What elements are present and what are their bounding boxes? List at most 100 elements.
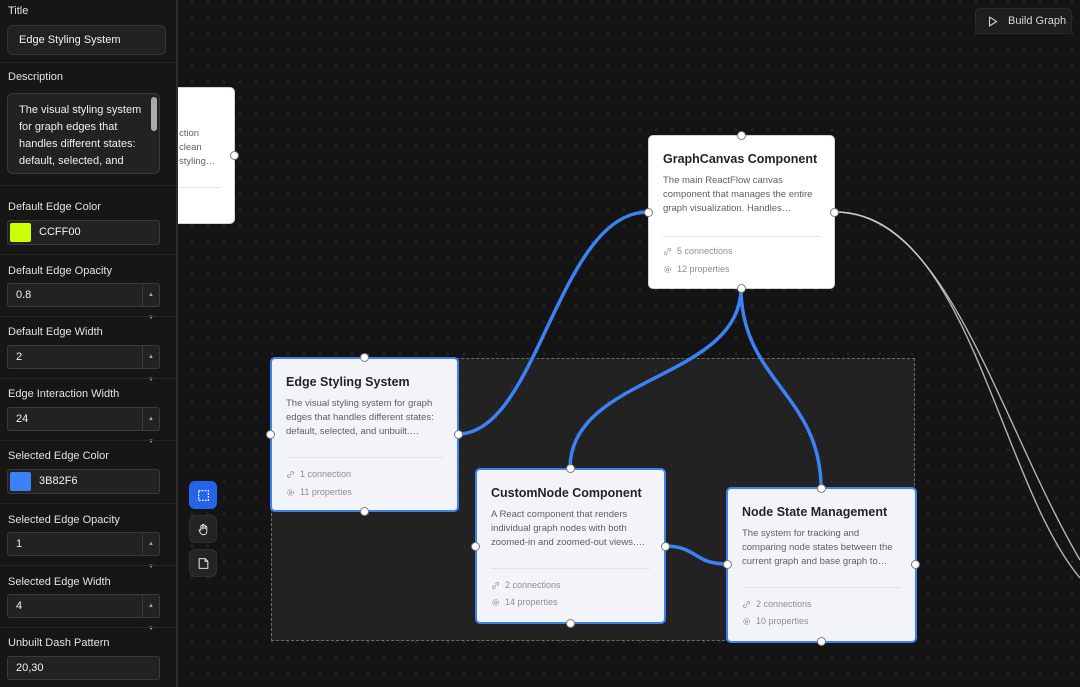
node-properties: 10 properties	[742, 616, 809, 626]
build-graph-button[interactable]: Build Graph	[975, 8, 1072, 34]
number-stepper[interactable]: ▲▼	[142, 346, 159, 383]
node-handle-top[interactable]	[360, 353, 369, 362]
stepper-down-icon[interactable]: ▼	[143, 555, 159, 578]
node-partial-desc-1: ction	[179, 128, 200, 139]
edge-interaction-width-label: Edge Interaction Width	[8, 388, 120, 400]
edge-graphcanvas-to-customnode[interactable]	[568, 287, 743, 469]
node-handle-left[interactable]	[644, 208, 653, 217]
properties-sidebar: Title Edge Styling System Description Th…	[0, 0, 178, 687]
selected-edge-opacity-value: 1	[16, 538, 23, 550]
number-stepper[interactable]: ▲▼	[142, 595, 159, 632]
node-partial[interactable]: ction clean styling…	[178, 87, 235, 224]
divider	[0, 565, 176, 566]
stepper-up-icon[interactable]: ▲	[148, 603, 154, 609]
node-customnode[interactable]: CustomNode Component A React component t…	[475, 468, 666, 624]
note-icon	[198, 557, 208, 569]
node-properties-text: 11 properties	[300, 487, 352, 497]
stepper-down-icon[interactable]: ▼	[143, 306, 159, 329]
edge-graphcanvas-offscreen-2[interactable]	[834, 211, 1080, 561]
node-handle-bottom[interactable]	[817, 637, 826, 646]
node-properties-text: 14 properties	[505, 597, 558, 607]
node-connections-text: 1 connection	[300, 469, 352, 479]
stepper-down-icon[interactable]: ▼	[143, 430, 159, 453]
node-handle-right[interactable]	[911, 560, 920, 569]
pan-tool-button[interactable]	[189, 515, 217, 543]
description-scrollbar[interactable]	[151, 97, 157, 131]
selected-edge-color-swatch[interactable]	[10, 472, 31, 491]
node-handle-left[interactable]	[266, 430, 275, 439]
gear-icon	[743, 617, 750, 625]
gear-icon	[287, 488, 294, 496]
node-graphcanvas[interactable]: GraphCanvas Component The main ReactFlow…	[648, 135, 835, 289]
node-connections-text: 2 connections	[505, 580, 561, 590]
stepper-down-icon[interactable]: ▼	[143, 368, 159, 391]
divider	[0, 378, 176, 379]
edge-interaction-width-input[interactable]: 24 ▲▼	[7, 407, 160, 445]
select-icon	[197, 489, 209, 501]
edge-graphcanvas-to-nodestate[interactable]	[739, 287, 823, 489]
node-handle[interactable]	[230, 151, 239, 160]
gear-icon	[492, 598, 499, 606]
link-icon	[491, 581, 500, 589]
node-description: The system for tracking and comparing no…	[742, 528, 893, 567]
stepper-down-icon[interactable]: ▼	[143, 617, 159, 640]
default-edge-width-label: Default Edge Width	[8, 326, 103, 338]
node-handle-bottom[interactable]	[566, 619, 575, 628]
stepper-up-icon[interactable]: ▲	[148, 292, 154, 298]
node-separator	[742, 587, 901, 588]
default-edge-color-input[interactable]: CCFF00	[7, 220, 160, 245]
node-partial-desc-3: styling…	[179, 156, 216, 167]
title-input[interactable]: Edge Styling System	[7, 25, 166, 55]
node-handle-top[interactable]	[737, 131, 746, 140]
node-handle-top[interactable]	[566, 464, 575, 473]
note-tool-button[interactable]	[189, 549, 217, 577]
selected-edge-color-label: Selected Edge Color	[8, 450, 109, 462]
selected-edge-width-input[interactable]: 4 ▲▼	[7, 594, 160, 632]
node-handle-bottom[interactable]	[737, 284, 746, 293]
node-properties: 12 properties	[663, 264, 730, 274]
title-label: Title	[8, 5, 29, 17]
node-handle-top[interactable]	[817, 484, 826, 493]
stepper-up-icon[interactable]: ▲	[148, 354, 154, 360]
node-properties-text: 12 properties	[677, 264, 730, 274]
node-handle-right[interactable]	[661, 542, 670, 551]
default-edge-width-value: 2	[16, 351, 23, 363]
node-title: GraphCanvas Component	[663, 152, 818, 166]
select-tool-button[interactable]	[189, 481, 217, 509]
node-nodestate[interactable]: Node State Management The system for tra…	[726, 487, 917, 643]
divider	[0, 440, 176, 441]
node-edgestyling[interactable]: Edge Styling System The visual styling s…	[270, 357, 459, 512]
divider	[0, 503, 176, 504]
selected-edge-opacity-label: Selected Edge Opacity	[8, 514, 120, 526]
divider	[0, 62, 176, 63]
link-icon	[663, 247, 672, 255]
node-title: Node State Management	[742, 505, 888, 519]
description-textarea[interactable]: The visual styling system for graph edge…	[7, 93, 160, 174]
default-edge-color-swatch[interactable]	[10, 223, 31, 242]
selected-edge-opacity-input[interactable]: 1 ▲▼	[7, 532, 160, 570]
edge-customnode-to-nodestate[interactable]	[663, 544, 728, 566]
node-handle-left[interactable]	[723, 560, 732, 569]
node-properties: 14 properties	[491, 597, 558, 607]
hand-icon	[198, 523, 207, 535]
selected-edge-color-value: 3B82F6	[39, 475, 78, 487]
number-stepper[interactable]: ▲▼	[142, 284, 159, 321]
node-handle-right[interactable]	[830, 208, 839, 217]
default-edge-opacity-input[interactable]: 0.8 ▲▼	[7, 283, 160, 321]
description-text: The visual styling system for graph edge…	[19, 104, 142, 173]
node-handle-bottom[interactable]	[360, 507, 369, 516]
node-handle-right[interactable]	[454, 430, 463, 439]
node-connections: 1 connection	[286, 469, 351, 479]
number-stepper[interactable]: ▲▼	[142, 408, 159, 445]
stepper-up-icon[interactable]: ▲	[148, 416, 154, 422]
stepper-up-icon[interactable]: ▲	[148, 541, 154, 547]
description-label: Description	[8, 71, 64, 83]
node-handle-left[interactable]	[471, 542, 480, 551]
selected-edge-color-input[interactable]: 3B82F6	[7, 469, 160, 494]
number-stepper[interactable]: ▲▼	[142, 533, 159, 570]
graph-canvas[interactable]: ction clean styling… GraphCanvas Compone…	[178, 0, 1080, 687]
default-edge-width-input[interactable]: 2 ▲▼	[7, 345, 160, 383]
edge-graphcanvas-to-edgestyling[interactable]	[457, 210, 649, 436]
unbuilt-dash-pattern-input[interactable]: 20,30	[7, 656, 160, 680]
divider	[0, 185, 176, 186]
